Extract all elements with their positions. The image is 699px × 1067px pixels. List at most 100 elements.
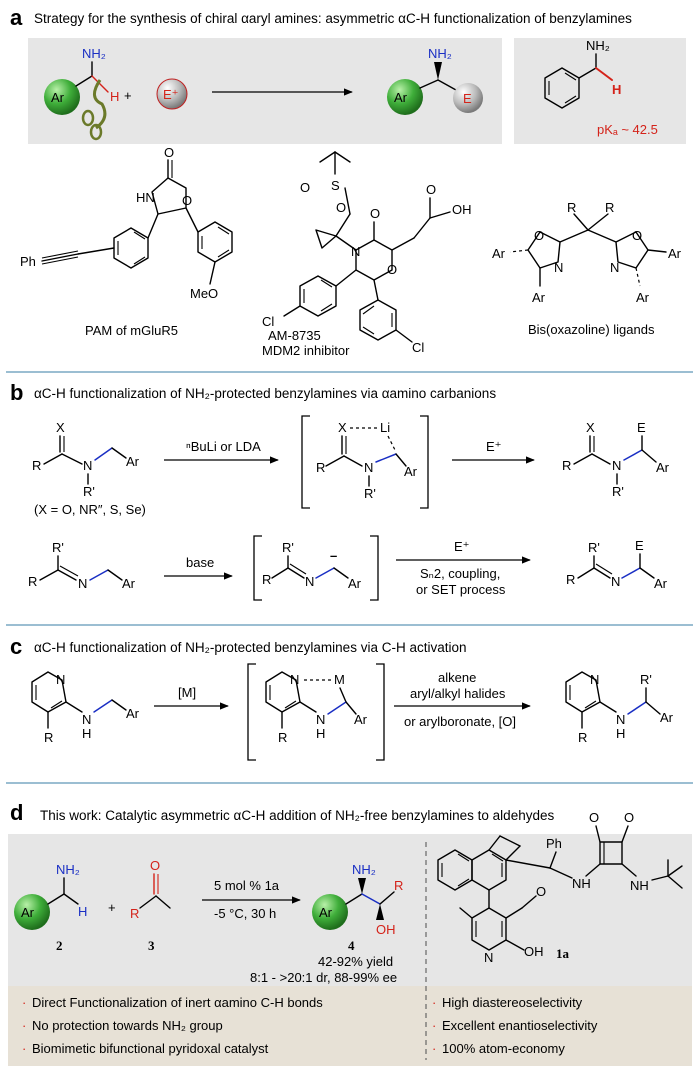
d-aldehyde-r: R — [130, 906, 139, 921]
product-e-label: E — [463, 91, 472, 106]
panel-b-letter: b — [10, 380, 23, 405]
meo-label: MeO — [190, 286, 218, 301]
b1p-n: N — [612, 458, 621, 473]
scissors-cut — [93, 79, 107, 130]
cp-ar: Ar — [660, 710, 674, 725]
cond3-line3: or SET process — [416, 582, 506, 597]
highlights-box — [8, 986, 692, 1066]
b1i-n: N — [364, 460, 373, 475]
wedge-bond — [434, 62, 442, 80]
cp-nh-h: H — [616, 726, 625, 741]
ci-n-ring: N — [290, 672, 299, 687]
d4-ar-label: Ar — [319, 905, 333, 920]
b2p-n: N — [611, 574, 620, 589]
acid-o-label: O — [426, 182, 436, 197]
box-r1-label: R — [567, 200, 576, 215]
box-n1-label: N — [554, 260, 563, 275]
highlight-right-0: High diastereoselectivity — [442, 995, 583, 1010]
benzylamine-substrate: Ar NH₂ H — [44, 46, 119, 141]
substrate-2: Ar NH₂ H 2 — [14, 862, 87, 953]
b2p-r: R — [566, 572, 575, 587]
x-note: (X = O, NR″, S, Se) — [34, 502, 146, 517]
sulfonyl-o1-label: O — [300, 180, 310, 195]
cat-oh-label: OH — [524, 944, 544, 959]
highlight-right-2: 100% atom-economy — [442, 1041, 565, 1056]
this-work-box — [8, 834, 692, 986]
b2-ar: Ar — [122, 576, 136, 591]
ci-ar: Ar — [354, 712, 368, 727]
b-row1-intermediate: X Li R N R' Ar — [301, 415, 429, 509]
ci-nh-n: N — [316, 712, 325, 727]
highlight-left-1: No protection towards NH₂ group — [32, 1018, 223, 1033]
box-ar3-label: Ar — [668, 246, 682, 261]
ring-o-am-label: O — [387, 262, 397, 277]
lactam-o-label: O — [370, 206, 380, 221]
cp-rp: R' — [640, 672, 652, 687]
sulfur-label: S — [331, 178, 340, 193]
cp-n-ring: N — [590, 672, 599, 687]
cat-nh2-label: NH — [630, 878, 649, 893]
b2i-r: R — [262, 572, 271, 587]
panel-d-letter: d — [10, 800, 23, 825]
box-o1-label: O — [534, 228, 544, 243]
svg-text:·: · — [432, 1041, 436, 1056]
condition-base: base — [186, 555, 214, 570]
carbonyl-o-label: O — [164, 145, 174, 160]
acid-oh-label: OH — [452, 202, 472, 217]
b1p-rp: R' — [612, 484, 624, 499]
cl-1-label: Cl — [262, 314, 274, 329]
box-ar1-label: Ar — [492, 246, 506, 261]
pka-box — [514, 38, 686, 144]
cat-cho-o: O — [536, 884, 546, 899]
c-n-ring: N — [56, 672, 65, 687]
b1i-rp: R' — [364, 486, 376, 501]
c-cond-line3: or arylboronate, [O] — [404, 714, 516, 729]
d4-nh2-label: NH₂ — [352, 862, 376, 877]
cat-ph-label: Ph — [546, 836, 562, 851]
d-h-label: H — [78, 904, 87, 919]
b1i-x: X — [338, 420, 347, 435]
condition-metal: [M] — [178, 685, 196, 700]
b2p-ar: Ar — [654, 576, 668, 591]
highlights-right: · High diastereoselectivity · Excellent … — [432, 995, 598, 1056]
b1i-r: R — [316, 460, 325, 475]
chiral-amine-product: Ar NH₂ E — [387, 46, 483, 115]
cat-nh1-label: NH — [572, 876, 591, 891]
c-cond-line2: aryl/alkyl halides — [410, 686, 506, 701]
cond3-line2: Sₙ2, coupling, — [420, 566, 500, 581]
structure-bis-oxazoline: R R O N Ar Ar O N Ar Ar Bis(oxazoline) l… — [492, 200, 682, 337]
panel-a: a Strategy for the synthesis of chiral α… — [10, 5, 686, 358]
panel-a-letter: a — [10, 5, 23, 30]
condition-nbuli: ⁿBuLi or LDA — [186, 439, 261, 454]
b2i-ar: Ar — [348, 576, 362, 591]
electrophile: E⁺ — [156, 78, 188, 110]
d4-oh-label: OH — [376, 922, 396, 937]
cat-o2-label: O — [624, 810, 634, 825]
b1p-r: R — [562, 458, 571, 473]
ci-nh-h: H — [316, 726, 325, 741]
svg-text:·: · — [22, 995, 26, 1010]
product-4: Ar NH₂ R OH 4 42-92% yield 8:1 - >20:1 d… — [250, 862, 403, 985]
ar-ball — [44, 79, 80, 115]
highlight-right-1: Excellent enantioselectivity — [442, 1018, 598, 1033]
caption-pam: PAM of mGluR5 — [85, 323, 178, 338]
aldehyde-3: O R 3 — [130, 858, 171, 953]
box-ar2-label: Ar — [532, 290, 546, 305]
ring-o-label: O — [182, 193, 192, 208]
c-cond-line1: alkene — [438, 670, 476, 685]
selectivity-text: 8:1 - >20:1 dr, 88-99% ee — [250, 970, 397, 985]
hn-label: HN — [136, 190, 155, 205]
structure-pam-mglur5: Ph HN O O MeO PAM of mGluR5 — [20, 145, 233, 338]
yield-text: 42-92% yield — [318, 954, 393, 969]
b1p-ar: Ar — [656, 460, 670, 475]
d-cond-line1: 5 mol % 1a — [214, 878, 280, 893]
b2-rp: R' — [52, 540, 64, 555]
b1-ar: Ar — [126, 454, 140, 469]
condition-eplus: E⁺ — [486, 439, 502, 454]
box-r2-label: R — [605, 200, 614, 215]
ph-label: Ph — [20, 254, 36, 269]
d-ar-label: Ar — [21, 905, 35, 920]
ci-r: R — [278, 730, 287, 745]
d4-r-label: R — [394, 878, 403, 893]
b1p-e: E — [637, 420, 646, 435]
